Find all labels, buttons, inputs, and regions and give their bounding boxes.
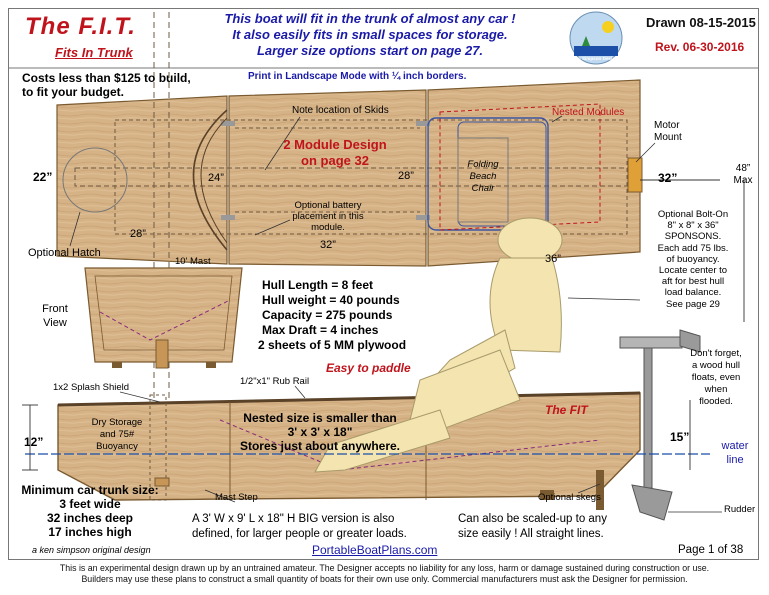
cost-line-2: to fit your budget. bbox=[22, 85, 124, 99]
logo bbox=[569, 11, 623, 65]
nested-size-3: Stores just about anywhere. bbox=[239, 439, 401, 453]
chair-2: Beach bbox=[469, 171, 497, 182]
two-module-1: 2 Module Design bbox=[283, 137, 387, 152]
dim-32b: 32” bbox=[658, 171, 678, 185]
front-view bbox=[84, 267, 243, 369]
front-view-1: Front bbox=[42, 303, 68, 315]
battery-2: placement in this bbox=[292, 211, 364, 222]
motor-rudder bbox=[596, 329, 701, 521]
spec-1: Hull Length = 8 feet bbox=[262, 278, 374, 292]
plan-view bbox=[56, 79, 643, 267]
dont-forget-2: a wood hull bbox=[691, 360, 741, 371]
fit-label: The FIT bbox=[545, 403, 588, 417]
disclaimer: This is an experimental design drawn up … bbox=[0, 563, 769, 585]
dim-32a: 32” bbox=[320, 239, 336, 251]
mast-label: 10' Mast bbox=[175, 256, 211, 267]
spec-4: Max Draft = 4 inches bbox=[262, 323, 379, 337]
credit: a ken simpson original design bbox=[32, 545, 151, 555]
rub-rail-label: 1/2"x1" Rub Rail bbox=[240, 376, 310, 387]
scale-note-1: Can also be scaled-up to any bbox=[458, 513, 607, 525]
spec-3: Capacity = 275 pounds bbox=[262, 308, 393, 322]
front-view-2: View bbox=[43, 317, 67, 329]
dry-storage-2: and 75# bbox=[99, 429, 135, 440]
chair-3: Chair bbox=[471, 183, 495, 194]
rev-date: Rev. 06-30-2016 bbox=[655, 40, 745, 54]
big-version-2: defined, for larger people or greater lo… bbox=[192, 528, 407, 540]
nested-modules-note: Nested Modules bbox=[552, 107, 625, 118]
subtitle: Fits In Trunk bbox=[55, 45, 133, 60]
spec-2: Hull weight = 40 pounds bbox=[262, 293, 400, 307]
dry-storage-3: Buoyancy bbox=[96, 441, 138, 452]
cost-line-1: Costs less than $125 to build, bbox=[22, 71, 191, 85]
dim-22: 22” bbox=[33, 170, 53, 184]
tagline-2: It also easily fits in small spaces for … bbox=[232, 27, 508, 42]
page-number: Page 1 of 38 bbox=[678, 544, 744, 556]
dry-storage-1: Dry Storage bbox=[91, 417, 143, 428]
leader-lines bbox=[69, 115, 722, 513]
page-border bbox=[8, 8, 759, 560]
dim-24: 24” bbox=[208, 172, 224, 184]
hatch-label: Optional Hatch bbox=[28, 247, 101, 259]
dont-forget-3: floats, even bbox=[691, 372, 741, 383]
chair-1: Folding bbox=[467, 159, 499, 170]
trunk-3: 32 inches deep bbox=[46, 511, 134, 525]
disclaimer-line-1: This is an experimental design drawn up … bbox=[59, 563, 710, 573]
dim-12: 12” bbox=[24, 435, 44, 449]
spec-5: 2 sheets of 5 MM plywood bbox=[258, 338, 407, 352]
logo-text: Ken Simpson Designs bbox=[572, 56, 621, 61]
easy-paddle: Easy to paddle bbox=[326, 361, 411, 375]
max-1: 48” bbox=[735, 163, 751, 174]
trunk-1: Minimum car trunk size: bbox=[21, 483, 159, 497]
title: The F.I.T. bbox=[25, 13, 136, 40]
max-2: Max bbox=[733, 175, 753, 186]
water-1: water bbox=[721, 440, 749, 452]
paddler-figure bbox=[314, 217, 563, 473]
print-note: Print in Landscape Mode with ¼ inch bord… bbox=[248, 71, 467, 82]
drawn-date: Drawn 08-15-2015 bbox=[646, 15, 756, 30]
mast-step-block bbox=[154, 477, 170, 487]
skegs-label: Optional skegs bbox=[538, 492, 601, 503]
disclaimer-line-2: Builders may use these plans to construc… bbox=[81, 573, 688, 584]
rudder-label: Rudder bbox=[724, 504, 756, 515]
water-2: line bbox=[726, 454, 744, 466]
mast-step-label: Mast Step bbox=[215, 492, 258, 503]
skids-note: Note location of Skids bbox=[292, 105, 389, 116]
dimension-lines bbox=[22, 179, 745, 471]
dont-forget-5: flooded. bbox=[699, 396, 733, 407]
tagline-3: Larger size options start on page 27. bbox=[256, 43, 484, 58]
battery-3: module. bbox=[311, 222, 345, 233]
battery-1: Optional battery bbox=[294, 200, 362, 211]
dim-36: 36” bbox=[545, 253, 561, 265]
scale-note-2: size easily ! All straight lines. bbox=[458, 528, 604, 540]
big-version-1: A 3' W x 9' L x 18" H BIG version is als… bbox=[192, 513, 395, 525]
splash-shield-label: 1x2 Splash Shield bbox=[53, 382, 130, 393]
tagline-1: This boat will fit in the trunk of almos… bbox=[224, 11, 516, 26]
nested-size-1: Nested size is smaller than bbox=[243, 411, 397, 425]
dont-forget-1: Don't forget, bbox=[690, 348, 742, 359]
dont-forget-4: when bbox=[704, 384, 728, 395]
dim-28b: 28” bbox=[398, 170, 414, 182]
website-link[interactable]: PortableBoatPlans.com bbox=[312, 543, 438, 557]
two-module-2: on page 32 bbox=[301, 153, 369, 168]
motor-mount-2: Mount bbox=[654, 132, 682, 143]
nested-size-2: 3' x 3' x 18" bbox=[287, 425, 353, 439]
sponsons-note: Optional Bolt-On 8" x 8" x 36" SPONSONS.… bbox=[657, 209, 729, 310]
dim-15: 15” bbox=[670, 430, 690, 444]
trunk-2: 3 feet wide bbox=[59, 497, 121, 511]
trunk-4: 17 inches high bbox=[48, 525, 132, 539]
dim-28a: 28” bbox=[130, 228, 146, 240]
motor-mount-1: Motor bbox=[654, 120, 680, 131]
